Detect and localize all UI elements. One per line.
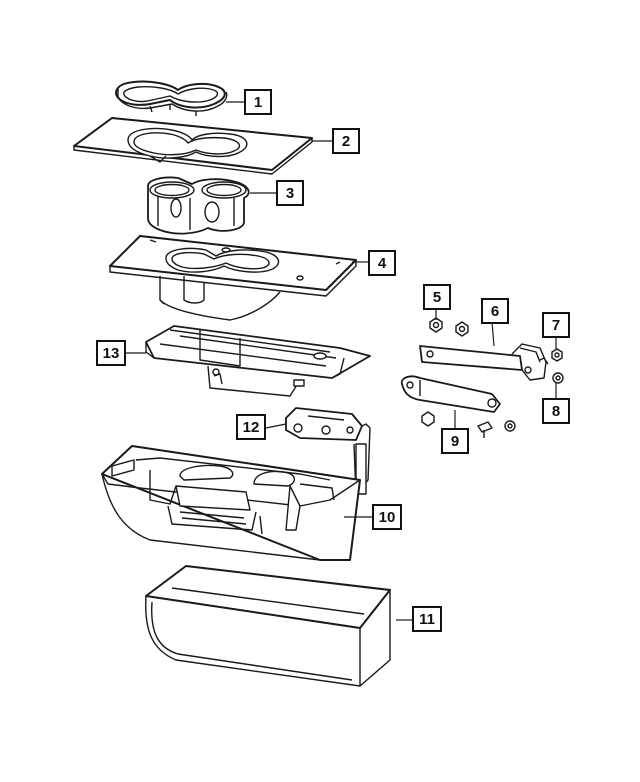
callout-10: 10 [372,504,402,530]
callout-3: 3 [276,180,304,206]
part-8-washer [552,372,564,384]
callout-11: 11 [412,606,442,632]
part-5-nut [429,317,469,337]
part-12-latch-assembly [285,407,371,497]
leader-lines [126,101,557,621]
part-1-cup-holder-trim-ring [115,80,228,116]
callout-5: 5 [423,284,451,310]
part-11-armrest-lid [145,565,391,687]
part-13-mounting-bracket [145,325,371,397]
callout-2: 2 [332,128,360,154]
callout-6: 6 [481,298,509,324]
callout-4: 4 [368,250,396,276]
callout-12: 12 [236,414,266,440]
part-7-fastener [551,348,563,362]
callout-8: 8 [542,398,570,424]
part-10-console-bin-housing [101,445,361,561]
callout-7: 7 [542,312,570,338]
callout-9: 9 [441,428,469,454]
part-4-cup-holder-tray [109,235,357,321]
part-3-cup-holder-insert [147,176,250,235]
part-6-hinge-bracket-upper [419,343,549,381]
part-2-console-top-bezel [73,117,313,175]
part-9-hinge-bracket-lower [400,375,516,438]
callout-1: 1 [244,89,272,115]
callout-13: 13 [96,340,126,366]
